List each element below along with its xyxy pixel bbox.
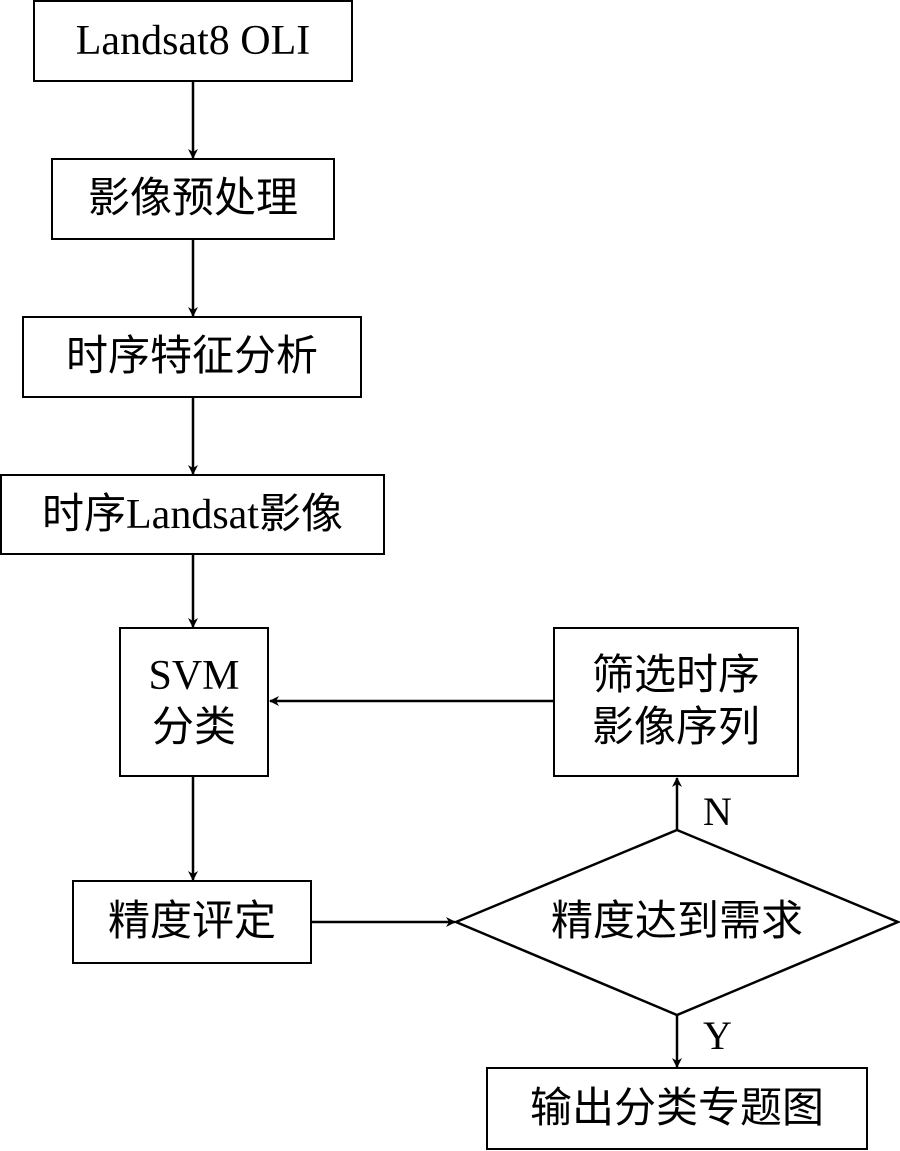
filter-sequence-box: 筛选时序 影像序列 bbox=[553, 627, 799, 777]
preprocess-label: 影像预处理 bbox=[87, 176, 298, 222]
svm-label-line2: 分类 bbox=[151, 705, 236, 751]
temporal-analysis-label: 时序特征分析 bbox=[65, 334, 318, 380]
temporal-images-label: 时序Landsat影像 bbox=[42, 491, 343, 538]
decision-label: 精度达到需求 bbox=[550, 899, 803, 945]
output-map-label: 输出分类专题图 bbox=[529, 1085, 824, 1132]
filter-label-line2: 影像序列 bbox=[591, 705, 760, 751]
branch-yes-label: Y bbox=[703, 1013, 732, 1058]
accuracy-eval-box: 精度评定 bbox=[72, 880, 312, 964]
preprocess-box: 影像预处理 bbox=[51, 158, 335, 240]
temporal-analysis-box: 时序特征分析 bbox=[22, 316, 362, 398]
svm-classification-box: SVM 分类 bbox=[119, 627, 269, 777]
svm-label-line1: SVM bbox=[148, 653, 240, 699]
decision-diamond bbox=[452, 828, 900, 1017]
input-data-box: Landsat8 OLI bbox=[33, 0, 353, 82]
output-map-box: 输出分类专题图 bbox=[486, 1067, 868, 1150]
branch-no-label: N bbox=[703, 789, 732, 834]
accuracy-eval-label: 精度评定 bbox=[107, 899, 276, 945]
filter-label-line1: 筛选时序 bbox=[591, 653, 760, 699]
input-data-label: Landsat8 OLI bbox=[75, 18, 311, 64]
temporal-images-box: 时序Landsat影像 bbox=[0, 474, 385, 555]
